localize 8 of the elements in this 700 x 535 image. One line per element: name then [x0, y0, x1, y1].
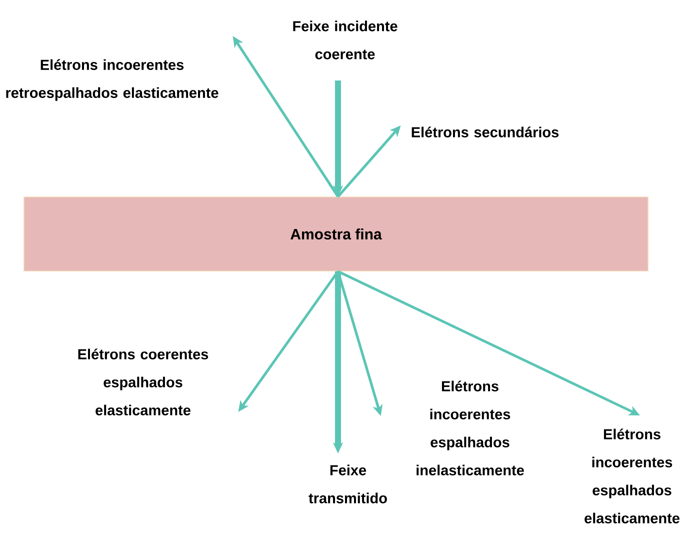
annotation-text: Elétrons incoerentes espalhados inelasticamente	[416, 380, 524, 476]
annotation-text: Elétrons incoerentes retroespalhados elasticamente	[6, 59, 218, 101]
sample-box: Amostra fina	[24, 196, 648, 272]
annotation-text: Elétrons coerentes espalhados elasticamente	[78, 348, 208, 416]
annotation-text: Elétrons incoerentes espalhados elasticamente	[584, 428, 680, 524]
annotation-text: Feixe incidente coerente	[293, 20, 398, 60]
annotation-text: Feixe transmitido	[308, 464, 387, 504]
annotation-text: Elétrons secundários	[412, 126, 559, 138]
